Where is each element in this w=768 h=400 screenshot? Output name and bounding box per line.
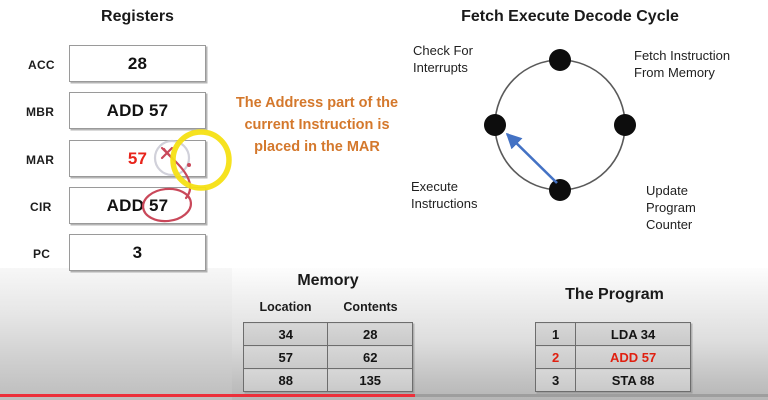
register-box-acc[interactable]: 28: [69, 45, 206, 82]
cycle-label-update-line-3: Counter: [646, 217, 693, 232]
cycle-label-update: Update Program Counter: [646, 182, 696, 233]
memory-cell-location: 88: [242, 368, 329, 392]
cycle-label-update-line-1: Update: [646, 183, 688, 198]
annotation-line-3: placed in the MAR: [254, 139, 380, 155]
program-title: The Program: [565, 286, 664, 303]
table-row[interactable]: 34 28: [242, 322, 413, 346]
program-cell-line: 2: [534, 345, 577, 369]
cycle-label-interrupt: Check For Interrupts: [413, 42, 473, 76]
cycle-label-interrupt-line-2: Interrupts: [413, 60, 468, 75]
cycle-label-execute-line-2: Instructions: [411, 196, 478, 211]
table-row[interactable]: 2 ADD 57: [534, 345, 691, 369]
memory-column-header-location: Location: [259, 300, 312, 314]
cycle-label-fetch: Fetch Instruction From Memory: [634, 47, 730, 81]
cycle-label-fetch-line-1: Fetch Instruction: [634, 48, 731, 63]
register-box-mbr[interactable]: ADD 57: [69, 92, 206, 129]
program-cell-instruction: ADD 57: [575, 345, 691, 369]
background-lower-left: [0, 268, 232, 400]
annotation-line-1: The Address part of the: [235, 95, 399, 111]
memory-table: 34 28 57 62 88 135: [242, 322, 413, 392]
cycle-label-execute-line-1: Execute: [411, 179, 458, 194]
memory-column-header-contents: Contents: [343, 300, 398, 314]
video-progress-track[interactable]: [0, 394, 768, 397]
register-label-acc: ACC: [28, 58, 55, 72]
cycle-node-update-dot[interactable]: [614, 114, 636, 136]
program-table: 1 LDA 34 2 ADD 57 3 STA 88: [534, 322, 691, 392]
program-cell-line: 3: [534, 368, 577, 392]
program-cell-line: 1: [534, 322, 577, 346]
registers-title: Registers: [101, 8, 174, 25]
register-label-cir: CIR: [30, 200, 52, 214]
annotation-line-2: current Instruction is: [244, 117, 390, 133]
annotation-text: The Address part of the current Instruct…: [214, 92, 420, 158]
cycle-label-update-line-2: Program: [646, 200, 696, 215]
register-box-cir[interactable]: ADD 57: [69, 187, 206, 224]
memory-cell-contents: 62: [327, 345, 413, 369]
video-progress-fill: [0, 394, 415, 397]
register-value-mbr: ADD 57: [106, 100, 169, 120]
memory-cell-location: 57: [242, 345, 329, 369]
cycle-label-interrupt-line-1: Check For: [413, 43, 473, 58]
program-cell-instruction: STA 88: [575, 368, 691, 392]
memory-cell-location: 34: [242, 322, 329, 346]
cycle-ring: [494, 59, 626, 191]
cycle-node-execute-dot[interactable]: [549, 179, 571, 201]
register-value-acc: 28: [127, 53, 148, 73]
register-box-pc[interactable]: 3: [69, 234, 206, 271]
memory-cell-contents: 28: [327, 322, 413, 346]
memory-cell-contents: 135: [327, 368, 413, 392]
register-box-mar[interactable]: 57: [69, 140, 206, 177]
register-value-pc: 3: [132, 242, 143, 262]
cycle-label-fetch-line-2: From Memory: [634, 65, 715, 80]
cycle-node-fetch-dot[interactable]: [549, 49, 571, 71]
cycle-progress-arrow: [505, 132, 558, 184]
register-label-mbr: MBR: [26, 105, 55, 119]
cycle-node-interrupt-dot[interactable]: [484, 114, 506, 136]
program-cell-instruction: LDA 34: [575, 322, 691, 346]
register-value-mar: 57: [127, 148, 148, 168]
register-label-pc: PC: [33, 247, 51, 261]
table-row[interactable]: 88 135: [242, 368, 413, 392]
register-value-cir: ADD 57: [106, 195, 169, 215]
cycle-title: Fetch Execute Decode Cycle: [461, 8, 679, 25]
fetch-execute-cycle-diagram: [484, 49, 636, 201]
table-row[interactable]: 3 STA 88: [534, 368, 691, 392]
table-row[interactable]: 57 62: [242, 345, 413, 369]
cycle-label-execute: Execute Instructions: [411, 178, 477, 212]
table-row[interactable]: 1 LDA 34: [534, 322, 691, 346]
memory-title: Memory: [297, 272, 359, 289]
register-label-mar: MAR: [26, 153, 55, 167]
